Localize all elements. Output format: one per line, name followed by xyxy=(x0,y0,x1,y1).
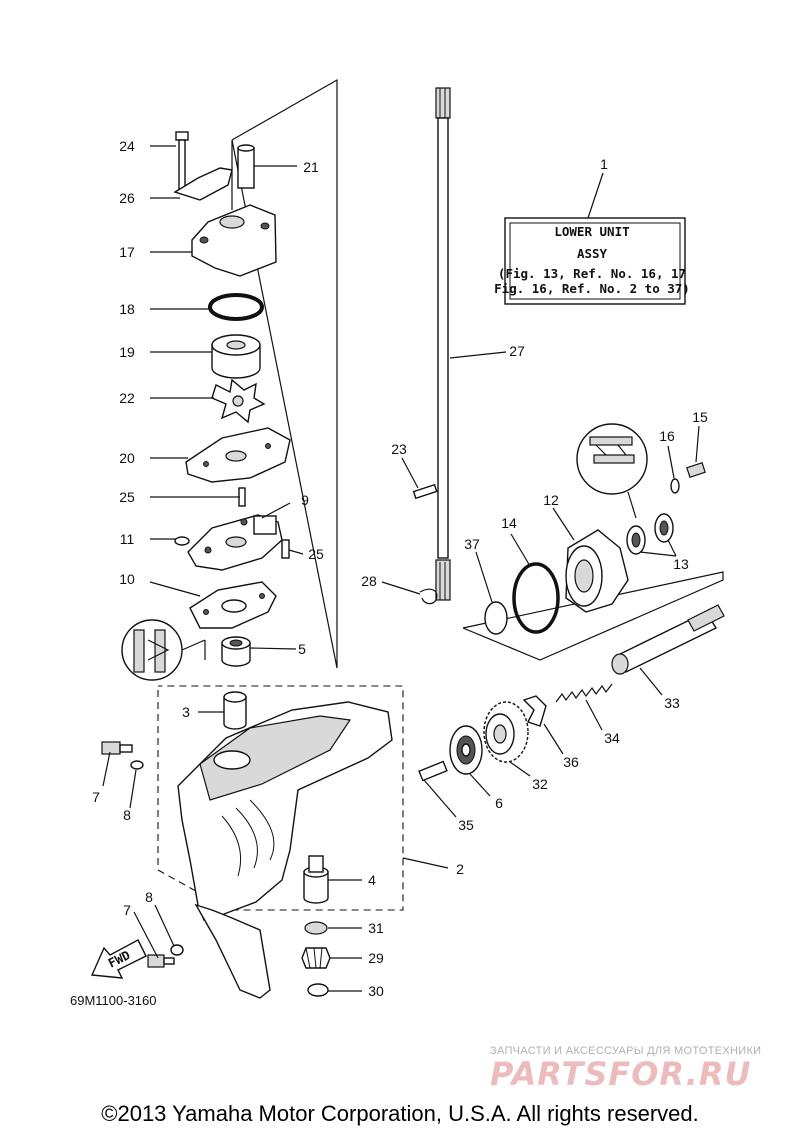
watermark-logo: PARTSFOR.RU xyxy=(490,1055,752,1093)
callout-27: 27 xyxy=(509,343,525,359)
callout-8-bottom: 8 xyxy=(145,889,153,905)
callout-6: 6 xyxy=(495,795,503,811)
oil-seal-part-5 xyxy=(221,636,251,667)
outer-plate-part-20 xyxy=(185,427,291,483)
callout-17: 17 xyxy=(119,244,135,260)
dowel-pin-part-25b xyxy=(281,539,290,559)
bearing-part-13 xyxy=(626,513,674,555)
clip-part-30 xyxy=(307,983,329,997)
callout-23: 23 xyxy=(391,441,407,457)
callout-19: 19 xyxy=(119,344,135,360)
callout-11: 11 xyxy=(120,531,135,547)
bushing-part-3 xyxy=(223,691,247,730)
ref-box-line-4: Fig. 16, Ref. No. 2 to 37) xyxy=(494,281,690,296)
callout-28: 28 xyxy=(361,573,377,589)
callout-22: 22 xyxy=(119,390,135,406)
screw-part-7-top xyxy=(101,741,133,755)
callout-34: 34 xyxy=(604,730,620,746)
washer-part-37 xyxy=(484,601,508,635)
drive-shaft-part-27 xyxy=(435,87,451,601)
pin-part-35 xyxy=(418,760,448,782)
seal-detail-callout-right xyxy=(576,423,648,519)
callout-36: 36 xyxy=(563,754,579,770)
ref-box-line-1: LOWER UNIT xyxy=(554,224,629,239)
callout-4: 4 xyxy=(368,872,376,888)
clip-part-28 xyxy=(419,588,438,605)
callout-31: 31 xyxy=(368,920,384,936)
impeller-part-22 xyxy=(211,378,266,424)
o-ring-part-11 xyxy=(174,536,190,546)
pump-group-frame xyxy=(231,78,338,669)
leader-lines xyxy=(102,145,700,992)
callout-21: 21 xyxy=(303,159,319,175)
ref-box-line-2: ASSY xyxy=(577,246,608,261)
callout-2: 2 xyxy=(456,861,464,877)
washer-part-31 xyxy=(304,921,328,935)
callout-29: 29 xyxy=(368,950,384,966)
washer-part-8-top xyxy=(130,760,144,770)
callout-30: 30 xyxy=(368,983,384,999)
spring-part-34 xyxy=(555,683,613,703)
pin-part-23 xyxy=(412,483,438,500)
prop-shaft-housing-part-12 xyxy=(565,529,629,613)
callout-1: 1 xyxy=(600,156,608,172)
forward-arrow-icon: FWD xyxy=(90,939,147,979)
callout-32: 32 xyxy=(532,776,548,792)
prop-shaft-housing-frame xyxy=(462,571,724,661)
washer-part-16 xyxy=(670,478,680,494)
seal-detail-callout xyxy=(121,619,206,681)
callout-7-top: 7 xyxy=(92,789,100,805)
lower-case-group-frame xyxy=(157,685,404,911)
copyright-notice: ©2013 Yamaha Motor Corporation, U.S.A. A… xyxy=(101,1101,699,1126)
gasket-part-10 xyxy=(189,581,277,629)
callout-25-right: 25 xyxy=(308,546,324,562)
pinion-gear-part-29 xyxy=(301,947,331,969)
drawing-code: 69M1100-3160 xyxy=(70,993,157,1008)
callout-20: 20 xyxy=(119,450,135,466)
callout-33: 33 xyxy=(664,695,680,711)
callout-24: 24 xyxy=(119,138,135,154)
callout-9: 9 xyxy=(301,492,309,508)
pump-housing-part-17 xyxy=(173,131,277,277)
callout-15: 15 xyxy=(692,409,708,425)
lower-casing-part-2 xyxy=(177,701,393,999)
callout-12: 12 xyxy=(543,492,559,508)
callout-26: 26 xyxy=(119,190,135,206)
callout-numbers: 1 2 3 4 5 6 7 7 8 8 9 10 11 12 13 14 15 … xyxy=(92,138,708,999)
watermark-caption: ЗАПЧАСТИ И АКСЕССУАРЫ ДЛЯ МОТОТЕХНИКИ xyxy=(490,1045,762,1057)
callout-3: 3 xyxy=(182,704,190,720)
callout-18: 18 xyxy=(119,301,135,317)
callout-35: 35 xyxy=(458,817,474,833)
o-ring-part-14 xyxy=(512,562,560,634)
callout-37: 37 xyxy=(464,536,480,552)
callout-5: 5 xyxy=(298,641,306,657)
callout-14: 14 xyxy=(501,515,517,531)
pin-part-36 xyxy=(522,695,547,727)
pump-base-part-9 xyxy=(187,514,283,571)
callout-16: 16 xyxy=(659,428,675,444)
callout-8-top: 8 xyxy=(123,807,131,823)
gear-part-32 xyxy=(483,701,529,763)
callout-13: 13 xyxy=(673,556,689,572)
ball-bearing-part-6 xyxy=(449,725,483,775)
screw-part-15 xyxy=(686,462,706,478)
callout-7-bottom: 7 xyxy=(123,902,131,918)
sleeve-part-4 xyxy=(303,855,329,904)
propeller-shaft-part-33 xyxy=(611,604,725,675)
ref-box-line-3: (Fig. 13, Ref. No. 16, 17 xyxy=(498,266,686,281)
callout-25-top: 25 xyxy=(119,489,135,505)
lower-unit-reference-box: LOWER UNIT ASSY (Fig. 13, Ref. No. 16, 1… xyxy=(494,217,690,305)
callout-10: 10 xyxy=(119,571,135,587)
o-ring-part-18 xyxy=(208,293,264,321)
washer-part-8-bottom xyxy=(170,944,184,956)
screw-part-7-bottom xyxy=(147,954,175,968)
cartridge-part-19 xyxy=(211,334,261,379)
